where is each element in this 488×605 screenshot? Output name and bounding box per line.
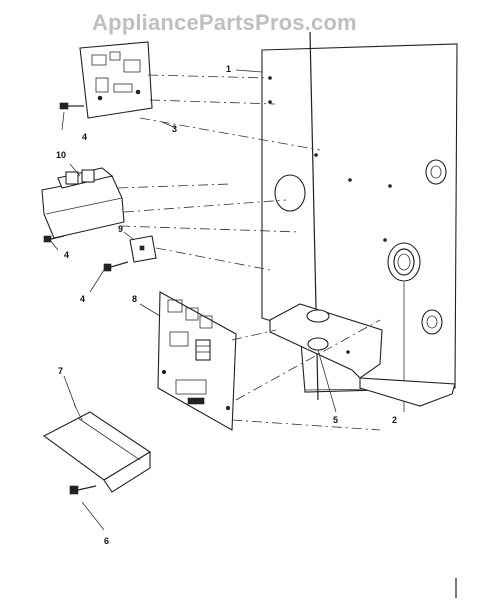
callout-9: 9 [118, 224, 123, 234]
tray-plug-upper [306, 309, 330, 323]
callout-5: 5 [333, 415, 338, 425]
screw-lower [103, 261, 129, 272]
transformer [41, 167, 301, 239]
mounting-bracket [129, 235, 271, 271]
tray-plug-lower [307, 337, 329, 351]
cover-plate [42, 403, 152, 493]
watermark-logo: AppliancePartsPros.com [92, 10, 357, 35]
screw-bottom [69, 485, 105, 531]
panel-hole-upper [425, 159, 447, 185]
screw-middle [43, 235, 65, 243]
callout-10: 10 [56, 150, 66, 160]
control-board-upper [79, 41, 321, 151]
screw-upper [59, 102, 84, 110]
callout-7: 7 [58, 366, 63, 376]
bottom-tray [269, 303, 456, 413]
callout-6: 6 [104, 536, 109, 546]
circuit-board [157, 291, 381, 431]
callout-1: 1 [226, 64, 231, 74]
callout-4-lower: 4 [80, 294, 85, 304]
housing-panel [261, 31, 458, 401]
callout-4-upper: 4 [82, 132, 87, 142]
callout-4-middle: 4 [64, 250, 69, 260]
panel-hole-lower [421, 309, 443, 335]
callout-3: 3 [172, 124, 177, 134]
callout-2: 2 [392, 415, 397, 425]
callout-8: 8 [132, 294, 137, 304]
